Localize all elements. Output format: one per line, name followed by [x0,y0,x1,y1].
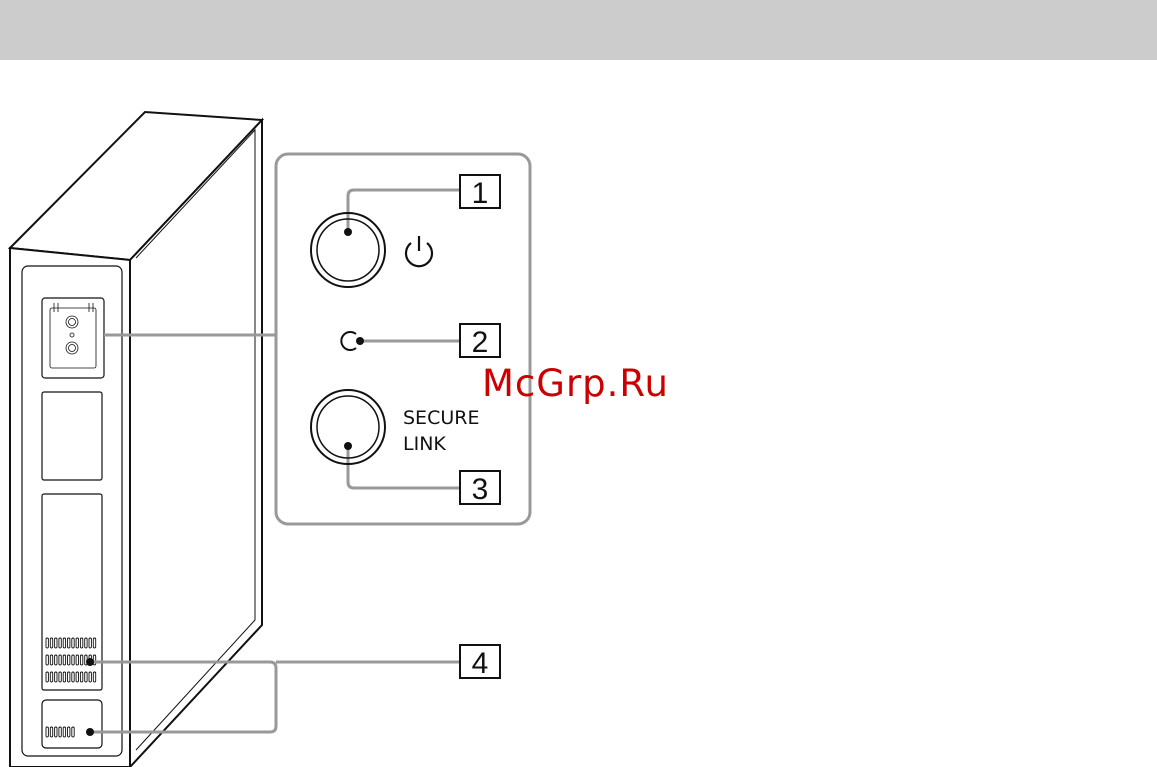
callout-4-number: 4 [472,647,489,680]
callout-2-number: 2 [472,326,489,359]
callout-1: 1 [460,175,500,210]
callout-4: 4 [460,645,500,680]
watermark: McGrp.Ru [482,362,669,405]
device-tower [10,112,262,767]
callout-2: 2 [460,324,500,359]
callout-3: 3 [460,471,500,506]
callout-3-number: 3 [472,473,489,506]
callout-1-number: 1 [472,177,489,210]
secure-link-label-line1: SECURE [403,407,479,429]
secure-link-label-line2: LINK [403,433,446,455]
